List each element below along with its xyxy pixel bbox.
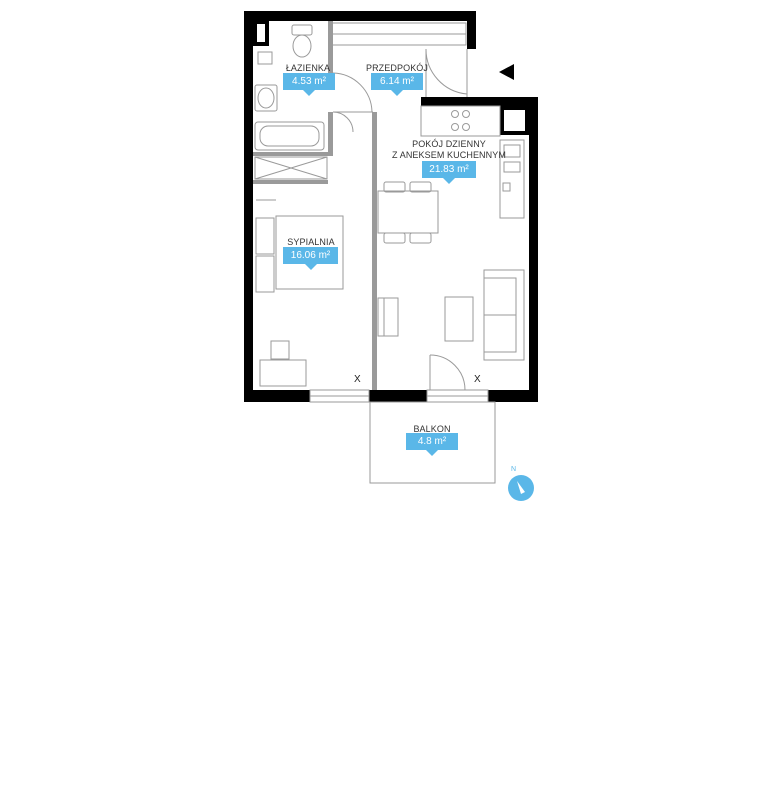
- hallway-label: PRZEDPOKÓJ: [365, 63, 428, 73]
- bedroom-area-badge: 16.06 m²: [283, 247, 338, 270]
- living-label-line1: POKÓJ DZIENNY: [412, 139, 486, 149]
- entrance-arrow-icon: [499, 64, 514, 80]
- bathroom-area-badge: 4.53 m²: [283, 73, 335, 96]
- window-mark-living: X: [474, 374, 481, 385]
- interior-walls: [253, 21, 377, 390]
- living-label-line2: Z ANEKSEM KUCHENNYM: [392, 150, 506, 160]
- balcony-label: BALKON: [413, 424, 451, 434]
- bathroom-label: ŁAZIENKA: [285, 63, 331, 73]
- bedroom-label: SYPIALNIA: [287, 237, 335, 247]
- balcony-area-badge: 4.8 m²: [406, 433, 458, 456]
- compass-icon: [508, 475, 534, 501]
- hallway-area-badge: 6.14 m²: [371, 73, 423, 96]
- shaft-voids: [257, 24, 525, 131]
- compass-north-label: N: [511, 466, 517, 473]
- living-area-badge: 21.83 m²: [422, 161, 476, 184]
- fixtures: [254, 22, 525, 484]
- window-mark-bedroom: X: [354, 374, 361, 385]
